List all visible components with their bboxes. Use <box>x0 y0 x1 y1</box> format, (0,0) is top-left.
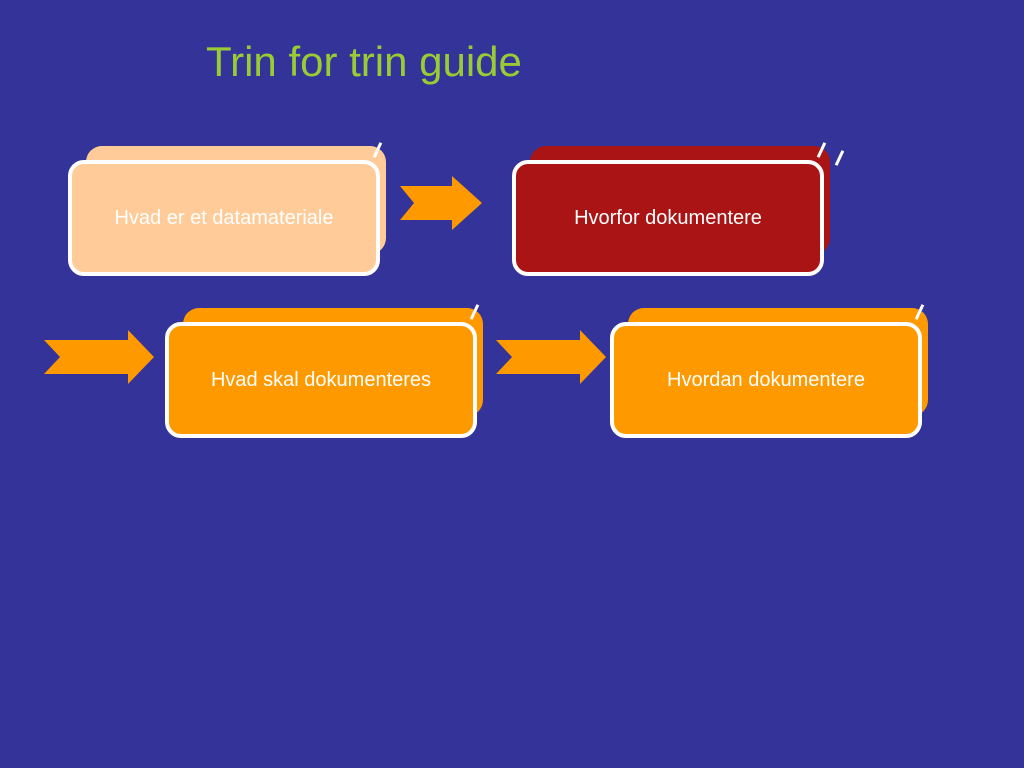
card-face: Hvorfor dokumentere <box>512 160 824 276</box>
card-face: Hvad er et datamateriale <box>68 160 380 276</box>
arrow-right-icon <box>400 176 482 230</box>
arrow-right-icon <box>44 330 154 384</box>
step-label: Hvad er et datamateriale <box>114 206 334 229</box>
step-label: Hvad skal dokumenteres <box>210 368 432 391</box>
step-label: Hvorfor dokumentere <box>574 206 762 229</box>
card-face: Hvad skal dokumenteres <box>165 322 477 438</box>
tick-mark <box>834 150 845 166</box>
arrow-right-icon <box>496 330 606 384</box>
step-label: Hvordan dokumentere <box>667 368 865 391</box>
slide-title: Trin for trin guide <box>206 38 522 85</box>
card-face: Hvordan dokumentere <box>610 322 922 438</box>
